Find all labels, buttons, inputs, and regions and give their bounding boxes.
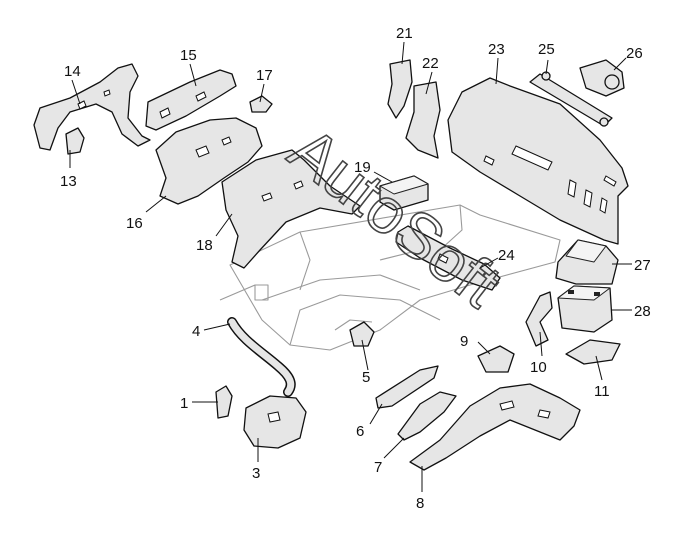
part-23-bulkhead — [447, 77, 629, 245]
callout-26: 26 — [626, 45, 643, 62]
callout-11: 11 — [594, 383, 610, 400]
callout-7: 7 — [374, 459, 382, 476]
callout-19: 19 — [354, 159, 371, 176]
callout-22: 22 — [422, 55, 439, 72]
part-19-block — [379, 175, 429, 211]
part-8-rail — [409, 383, 581, 471]
callout-23: 23 — [488, 41, 505, 58]
part-10-bracket — [525, 291, 553, 347]
part-9-mount — [477, 345, 515, 373]
part-24-crossmember — [395, 225, 501, 291]
callout-14: 14 — [64, 63, 81, 80]
callout-5: 5 — [362, 369, 370, 386]
part-25-strut — [529, 71, 613, 127]
part-14-front-apron — [33, 63, 151, 151]
callout-10: 10 — [530, 359, 547, 376]
callout-17: 17 — [256, 67, 273, 84]
part-4-hose — [227, 317, 296, 397]
callout-24: 24 — [498, 247, 515, 264]
callout-21: 21 — [396, 25, 413, 42]
part-3-housing — [243, 395, 307, 449]
callout-3: 3 — [252, 465, 260, 482]
callout-13: 13 — [60, 173, 77, 190]
callout-27: 27 — [634, 257, 651, 274]
part-1-bracket — [215, 385, 233, 419]
callout-25: 25 — [538, 41, 555, 58]
callout-4: 4 — [192, 323, 200, 340]
callout-1: 1 — [180, 395, 188, 412]
part-7-member — [397, 391, 457, 441]
callout-8: 8 — [416, 495, 424, 512]
part-5-bracket — [349, 321, 375, 347]
part-18-frame-member — [221, 149, 361, 269]
part-22-strip — [405, 81, 441, 159]
callout-6: 6 — [356, 423, 364, 440]
part-11-tray — [565, 339, 621, 365]
part-28-battery — [557, 285, 613, 333]
part-26-motor — [579, 59, 625, 97]
part-21-strip — [387, 59, 413, 119]
callout-28: 28 — [634, 303, 651, 320]
chassis-frame — [219, 204, 561, 351]
callout-9: 9 — [460, 333, 468, 350]
leader-lines — [69, 41, 632, 492]
part-17-bracket — [249, 95, 273, 113]
part-27-battery-box — [555, 239, 619, 285]
part-6-member — [375, 365, 439, 409]
callout-16: 16 — [126, 215, 143, 232]
part-13-bracket — [65, 127, 85, 155]
part-15-panel — [145, 69, 237, 131]
callout-18: 18 — [196, 237, 213, 254]
callout-15: 15 — [180, 47, 197, 64]
part-16-wheel-arch — [155, 117, 263, 205]
callout-labels: 14 15 17 13 16 18 21 22 23 25 26 19 24 2… — [60, 25, 651, 512]
